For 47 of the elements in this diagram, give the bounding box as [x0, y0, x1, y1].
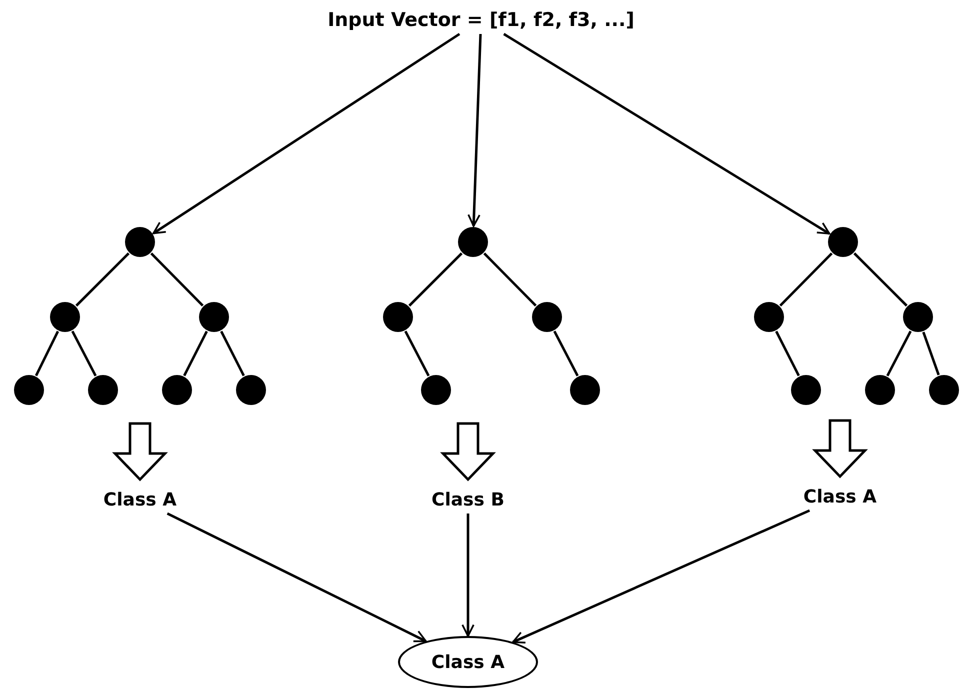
block-arrow	[440, 422, 496, 482]
arrow	[166, 512, 427, 642]
arrow	[462, 514, 474, 637]
tree-branch	[150, 252, 204, 306]
tree-branch	[408, 252, 463, 307]
tree-node	[421, 375, 451, 405]
class-label: Class B	[432, 490, 504, 510]
input-label: Input Vector = [f1, f2, f3, ...]	[328, 9, 634, 31]
tree-node	[532, 302, 562, 332]
tree-branch	[886, 330, 912, 376]
tree-node	[199, 302, 229, 332]
tree-branch	[34, 330, 60, 376]
tree-node	[50, 302, 80, 332]
tree-node	[929, 375, 959, 405]
output-ellipse: Class A	[398, 636, 538, 688]
tree-node	[458, 227, 488, 257]
arrow	[152, 32, 460, 234]
tree-node	[162, 375, 192, 405]
tree-node	[570, 375, 600, 405]
tree-branch	[220, 330, 245, 376]
tree-node	[865, 375, 895, 405]
tree-node	[828, 227, 858, 257]
arrow	[512, 509, 810, 644]
class-label: Class A	[103, 490, 177, 510]
tree-node	[383, 302, 413, 332]
tree-branch	[75, 252, 130, 307]
block-arrow	[112, 422, 168, 482]
tree-node	[236, 375, 266, 405]
tree-branch	[404, 330, 430, 376]
tree-node	[88, 375, 118, 405]
tree-branch	[922, 332, 940, 376]
tree-branch	[71, 330, 97, 376]
arrow	[503, 32, 830, 235]
tree-branch	[483, 252, 537, 306]
tree-branch	[775, 330, 800, 376]
tree-node	[903, 302, 933, 332]
arrow	[468, 34, 482, 227]
tree-node	[791, 375, 821, 405]
tree-branch	[853, 252, 908, 307]
tree-branch	[779, 252, 833, 306]
tree-branch	[553, 330, 579, 376]
tree-node	[125, 227, 155, 257]
tree-branch	[183, 330, 208, 376]
tree-node	[14, 375, 44, 405]
tree-node	[754, 302, 784, 332]
block-arrow	[812, 419, 868, 478]
class-label: Class A	[803, 486, 877, 508]
